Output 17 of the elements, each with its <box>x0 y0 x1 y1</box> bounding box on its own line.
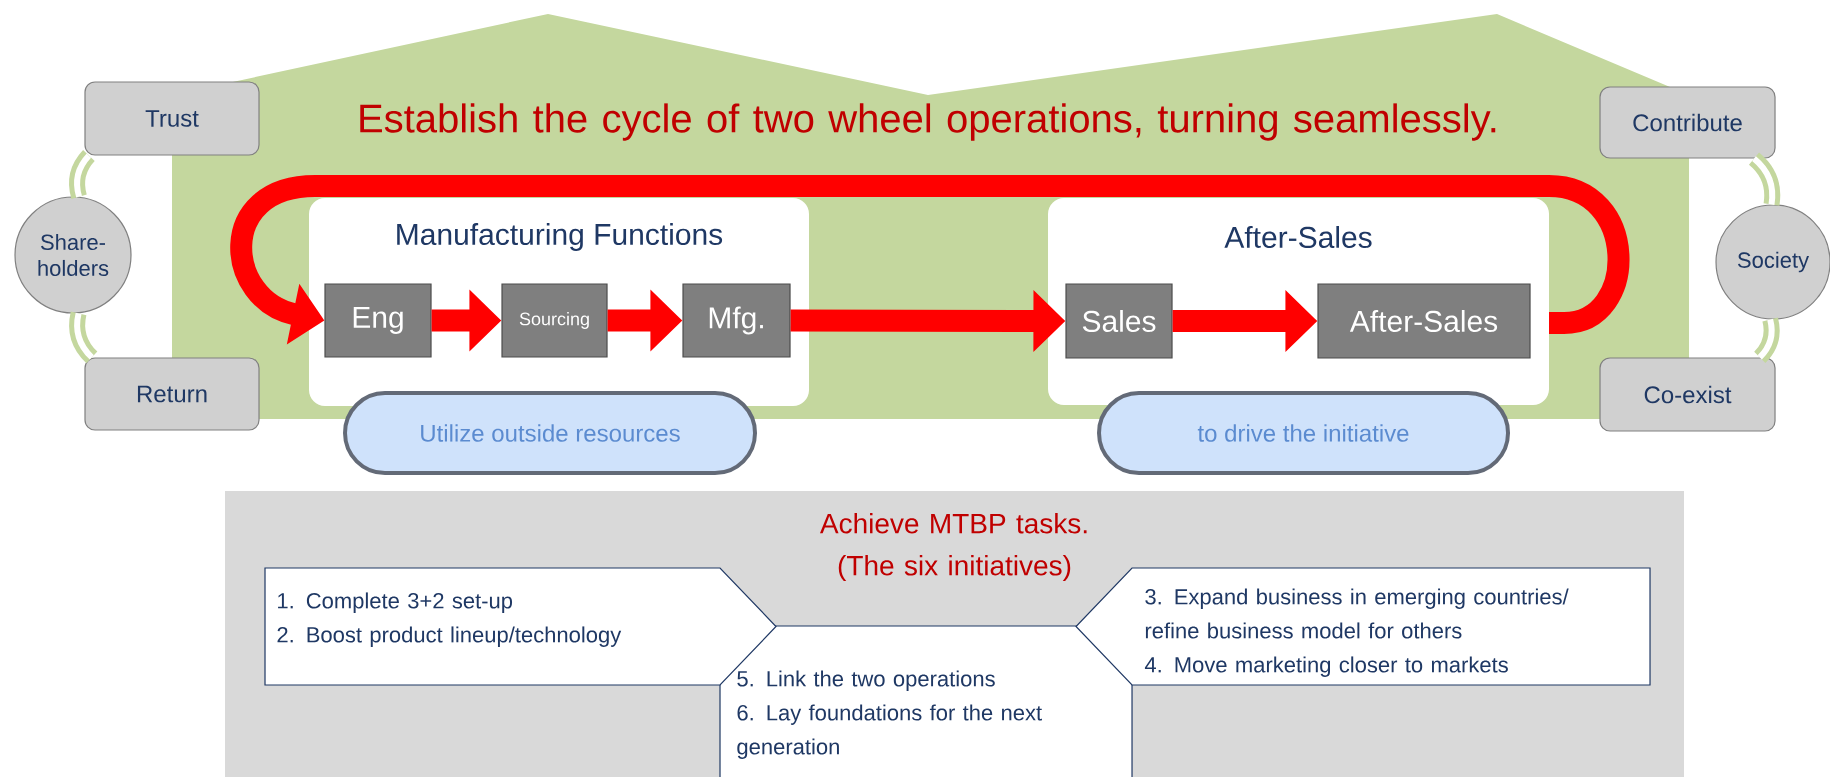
capsule-label: Utilize outside resources <box>343 391 757 475</box>
initiative-box: 3. Expand business in emerging countries/ refine business model for others 4. Move marketing closer to markets <box>1075 567 1651 686</box>
connector-line <box>69 150 95 199</box>
value-box: Contribute <box>1599 86 1776 159</box>
process-box: Sales <box>1065 283 1173 359</box>
initiative-box: 5. Link the two operations 6. Lay foundations for the next generation <box>719 625 1133 777</box>
process-box: Mfg. <box>682 283 791 358</box>
connector-line <box>1748 152 1781 206</box>
capsule-label: to drive the initiative <box>1097 391 1510 475</box>
process-box: After-Sales <box>1317 283 1531 359</box>
connector-line <box>1753 317 1780 363</box>
value-box: Co-exist <box>1599 357 1776 432</box>
value-box: Return <box>84 357 260 431</box>
connector-line <box>69 311 98 364</box>
value-box: Trust <box>84 81 260 156</box>
process-box: Eng <box>324 283 432 358</box>
process-box: Sourcing <box>501 283 608 358</box>
